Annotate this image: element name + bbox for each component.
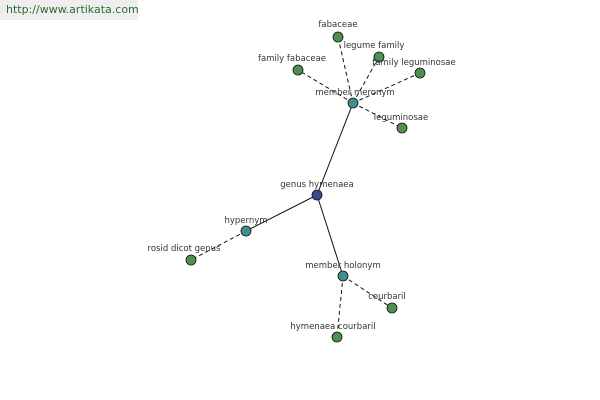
node-label-legum[interactable]: leguminosae [374, 113, 428, 123]
node-label-hcourbaril[interactable]: hymenaea courbaril [290, 322, 375, 332]
edge-meronym-famfab [297, 69, 354, 104]
edge-meronym-fabaceae [337, 36, 354, 104]
node-label-famleg[interactable]: family leguminosae [372, 58, 455, 68]
edge-hypernym-rosid [190, 230, 247, 261]
node-label-fabaceae[interactable]: fabaceae [318, 20, 357, 30]
edge-genus-meronym [316, 102, 354, 196]
node-label-famfab[interactable]: family fabaceae [258, 54, 326, 64]
node-hypernym[interactable] [240, 225, 252, 237]
node-label-legume[interactable]: legume family [344, 41, 405, 51]
edge-genus-hypernym [245, 194, 318, 232]
node-legume[interactable] [373, 51, 385, 63]
node-meronym[interactable] [347, 97, 359, 109]
edge-holonym-hcourbaril [336, 275, 344, 338]
node-legum[interactable] [396, 122, 408, 134]
node-label-hypernym[interactable]: hypernym [224, 216, 267, 226]
node-label-meronym[interactable]: member meronym [315, 88, 394, 98]
node-label-courbaril[interactable]: courbaril [368, 292, 406, 302]
node-genus[interactable] [311, 189, 323, 201]
edge-meronym-famleg [352, 72, 421, 104]
node-fabaceae[interactable] [332, 31, 344, 43]
node-hcourbaril[interactable] [331, 331, 343, 343]
node-rosid[interactable] [185, 254, 197, 266]
node-famleg[interactable] [414, 67, 426, 79]
edge-meronym-legume [352, 56, 380, 104]
node-courbaril[interactable] [386, 302, 398, 314]
edge-holonym-courbaril [342, 275, 393, 309]
node-label-holonym[interactable]: member holonym [305, 261, 380, 271]
node-famfab[interactable] [292, 64, 304, 76]
node-label-genus[interactable]: genus hymenaea [280, 180, 354, 190]
graph-nodes [185, 31, 426, 343]
watermark-url[interactable]: http://www.artikata.com [0, 0, 139, 20]
node-label-rosid[interactable]: rosid dicot genus [148, 244, 221, 254]
graph-labels: genus hymenaea member meronym hypernym memb… [148, 20, 456, 332]
edge-meronym-legum [352, 102, 403, 129]
graph-edges [190, 36, 421, 338]
edge-genus-holonym [316, 194, 344, 277]
node-holonym[interactable] [337, 270, 349, 282]
